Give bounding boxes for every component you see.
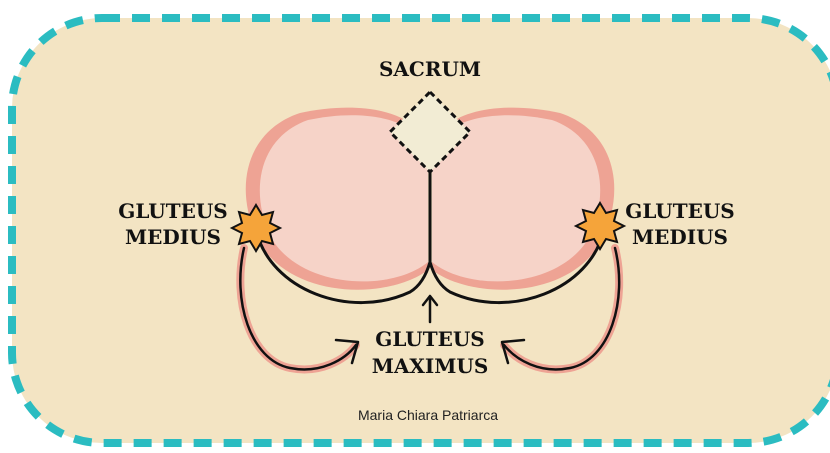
gluteus-medius-left-label-line1: GLUTEUS bbox=[118, 199, 228, 223]
author-credit: Maria Chiara Patriarca bbox=[358, 407, 498, 423]
gluteus-medius-right-star bbox=[576, 203, 624, 249]
gluteus-medius-right-label-line1: GLUTEUS bbox=[625, 199, 735, 223]
gluteus-maximus-label-line1: GLUTEUS bbox=[375, 327, 485, 351]
gluteus-medius-left-label-line2: MEDIUS bbox=[125, 225, 221, 249]
gluteus-maximus-label-line2: MAXIMUS bbox=[372, 354, 489, 378]
gluteus-medius-left-star bbox=[232, 205, 280, 251]
gluteus-medius-right-label-line2: MEDIUS bbox=[632, 225, 728, 249]
sacrum-label: SACRUM bbox=[379, 57, 481, 81]
